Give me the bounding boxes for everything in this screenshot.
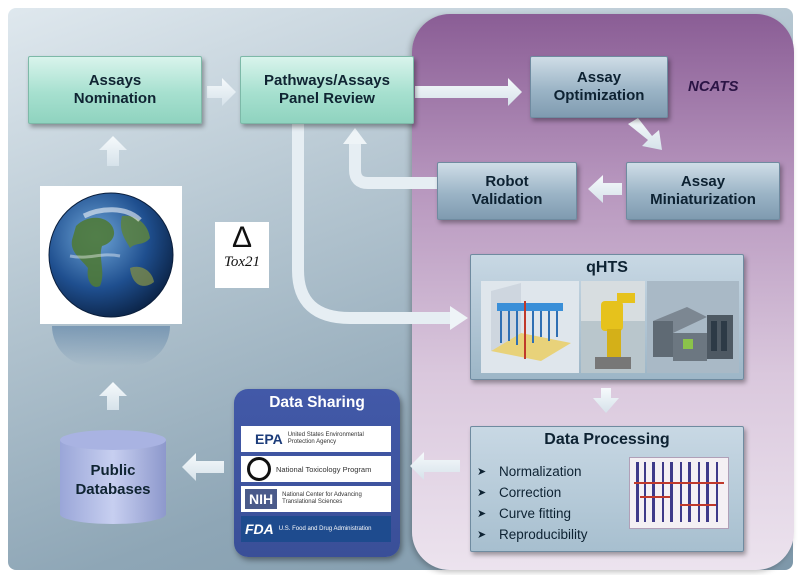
database-cylinder-icon <box>60 430 166 524</box>
arrow-bullet-icon: ➤ <box>477 508 487 520</box>
list-item-label: Normalization <box>499 464 582 479</box>
arrow-globe-to-nomination <box>99 136 127 166</box>
list-item: ➤ Curve fitting <box>477 503 588 524</box>
globe-card <box>40 186 182 324</box>
public-databases-label: Public Databases <box>75 462 151 498</box>
assay-optimization-box: Assay Optimization <box>530 56 668 118</box>
arrow-optimization-to-miniaturization <box>628 118 662 150</box>
qhts-3d-plot-image <box>481 281 579 373</box>
assay-miniaturization-box: Assay Miniaturization <box>626 162 780 220</box>
list-item: ➤ Reproducibility <box>477 524 588 545</box>
list-item-label: Reproducibility <box>499 527 588 542</box>
list-item: ➤ Normalization <box>477 461 588 482</box>
qhts-box: qHTS <box>470 254 744 380</box>
arrow-robot-to-review <box>349 142 437 189</box>
pathways-review-box: Pathways/Assays Panel Review <box>240 56 414 124</box>
list-item-label: Curve fitting <box>499 506 572 521</box>
globe-reflection <box>52 326 170 366</box>
arrow-processing-to-sharing <box>410 452 460 480</box>
data-sharing-title: Data Sharing <box>269 394 365 411</box>
fda-mark: FDA <box>245 521 274 537</box>
heatmap-thumbnail-image <box>629 457 729 529</box>
qhts-lab-robot-system-image <box>647 281 739 373</box>
arrow-databases-to-globe <box>99 382 127 410</box>
arrow-bullet-icon: ➤ <box>477 466 487 478</box>
ntp-subtext: National Toxicology Program <box>276 464 372 474</box>
data-processing-title: Data Processing <box>544 431 670 448</box>
robot-validation-label: Robot Validation <box>471 173 543 208</box>
list-item-label: Correction <box>499 485 562 500</box>
arrow-sharing-to-databases <box>182 453 224 481</box>
nih-mark: NIH <box>245 489 278 509</box>
assay-miniaturization-label: Assay Miniaturization <box>650 173 756 208</box>
arrow-miniaturization-to-robot <box>588 175 622 203</box>
nih-subtext: National Center for Advancing Translatio… <box>282 492 362 505</box>
epa-mark: EPA <box>255 431 283 447</box>
arrow-review-to-optimization <box>415 78 522 106</box>
arrow-review-to-qhts <box>292 120 452 324</box>
tox21-delta-icon: Δ <box>231 221 253 254</box>
data-processing-list: ➤ Normalization ➤ Correction ➤ Curve fittin… <box>477 461 588 545</box>
nih-logo: NIH National Center for Advancing Transl… <box>241 486 391 512</box>
arrow-nomination-to-review <box>207 78 236 106</box>
assays-nomination-box: Assays Nomination <box>28 56 202 124</box>
list-item: ➤ Correction <box>477 482 588 503</box>
assays-nomination-label: Assays Nomination <box>73 72 157 107</box>
tox21-logo: Δ Tox21 <box>215 222 269 288</box>
earth-globe-icon <box>48 192 174 318</box>
arrow-bullet-icon: ➤ <box>477 529 487 541</box>
pathways-review-label: Pathways/Assays Panel Review <box>264 72 390 107</box>
epa-logo: EPA United States Environmental Protecti… <box>241 426 391 452</box>
ntp-emblem-icon <box>247 457 271 481</box>
qhts-robot-arm-image <box>581 281 645 373</box>
robot-validation-box: Robot Validation <box>437 162 577 220</box>
qhts-title: qHTS <box>586 259 628 276</box>
data-processing-box: Data Processing ➤ Normalization ➤ Correcti… <box>470 426 744 552</box>
tox21-text: Tox21 <box>223 254 261 270</box>
ntp-logo: National Toxicology Program <box>241 456 391 482</box>
fda-logo: FDA U.S. Food and Drug Administration <box>241 516 391 542</box>
epa-subtext: United States Environmental Protection A… <box>287 432 364 445</box>
ncats-label: NCATS <box>688 78 739 95</box>
assay-optimization-label: Assay Optimization <box>553 69 645 104</box>
fda-subtext: U.S. Food and Drug Administration <box>278 525 372 532</box>
arrow-bullet-icon: ➤ <box>477 487 487 499</box>
arrow-qhts-to-processing <box>593 388 619 413</box>
data-sharing-box: Data Sharing EPA United States Environme… <box>234 389 400 557</box>
